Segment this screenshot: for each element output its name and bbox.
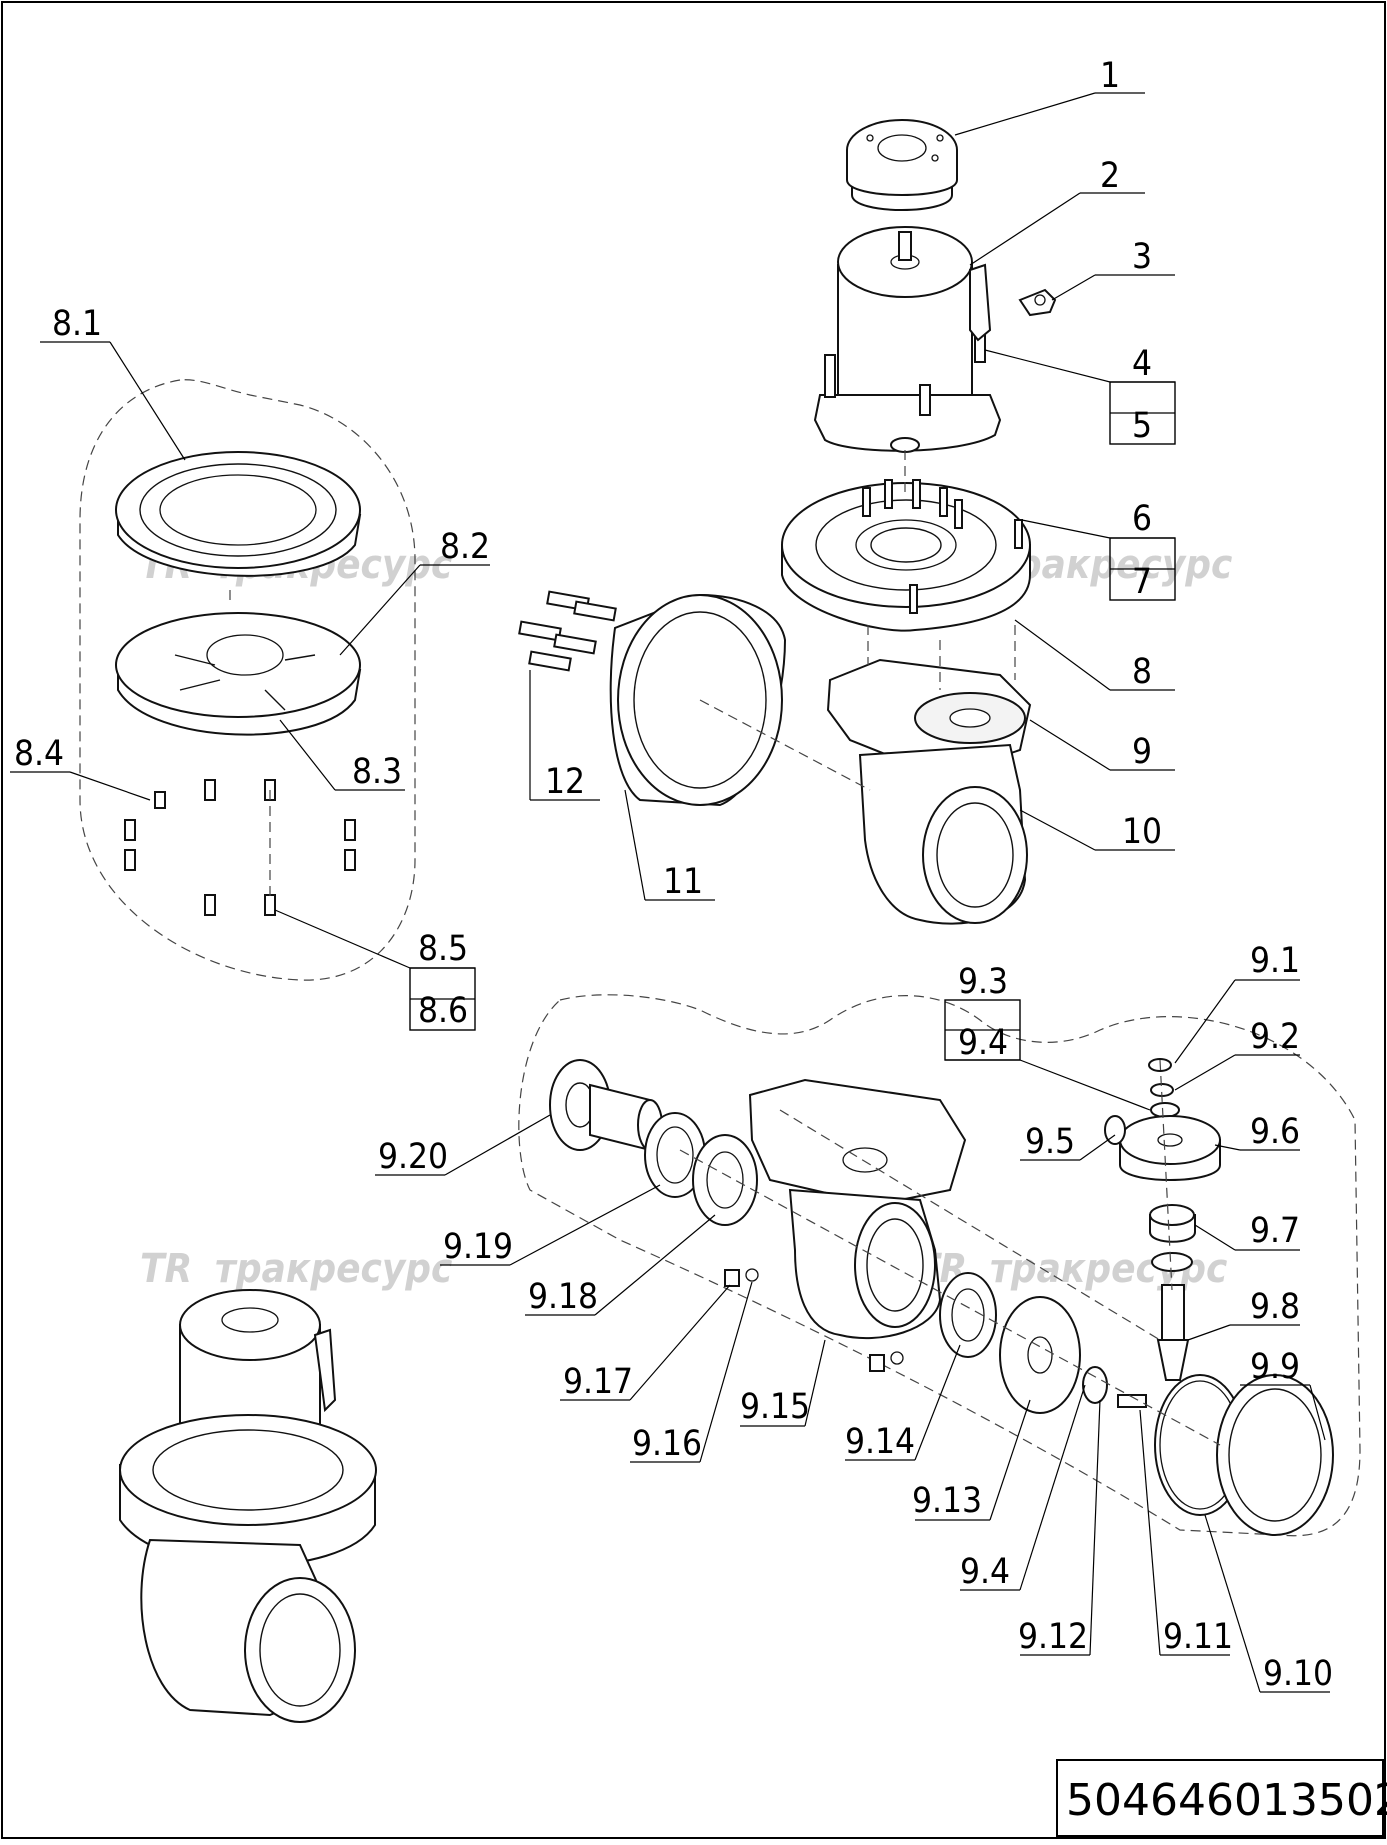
part-8-mounting-flange — [781, 482, 1031, 632]
document-number: 504646013502 — [1066, 1775, 1387, 1826]
callout-9-8: 9.8 — [1250, 1287, 1300, 1327]
part-11-wheel — [609, 593, 787, 807]
part-8-2-bearing-plate — [115, 612, 362, 736]
callout-8-1: 8.1 — [52, 304, 102, 344]
assembly-axes — [229, 450, 1221, 1446]
part-9-19-seal — [644, 1112, 706, 1198]
part-8-4-8-5-screws — [124, 779, 356, 916]
callout-4: 4 — [1132, 344, 1152, 384]
part-9-15-gear-housing — [748, 1078, 967, 1339]
part-12-wheel-bolts — [518, 590, 617, 672]
part-8-1-flange-ring — [115, 451, 362, 577]
assembled-drive-unit-view — [119, 1289, 377, 1723]
callout-9-11: 9.11 — [1163, 1617, 1233, 1657]
part-9-12-9-11-washer-bolt — [1082, 1366, 1147, 1408]
svg-text:трак­ресурс: трак­ресурс — [990, 1246, 1227, 1292]
callout-9-10: 9.10 — [1263, 1654, 1333, 1694]
callout-9-3: 9.3 — [958, 962, 1008, 1002]
group-8-envelope — [79, 379, 416, 981]
callout-11: 11 — [663, 862, 703, 902]
callout-9-4-upper: 9.4 — [958, 1023, 1008, 1063]
callout-9-2: 9.2 — [1250, 1017, 1300, 1057]
leader-lines — [10, 92, 1330, 1693]
svg-text:трак­ресурс: трак­ресурс — [995, 542, 1232, 588]
callout-8-5: 8.5 — [418, 929, 468, 969]
watermark-3: TR трак­ресурс — [140, 1246, 452, 1292]
callout-9-14: 9.14 — [845, 1422, 915, 1462]
callout-9-17: 9.17 — [563, 1362, 633, 1402]
part-9-gear-housing-assembly — [826, 658, 1032, 761]
callout-9-9: 9.9 — [1250, 1347, 1300, 1387]
callout-9-13: 9.13 — [912, 1481, 982, 1521]
callout-10: 10 — [1122, 812, 1162, 852]
callout-9-12: 9.12 — [1018, 1617, 1088, 1657]
callout-12: 12 — [545, 762, 585, 802]
callout-9-7: 9.7 — [1250, 1211, 1300, 1251]
callout-7: 7 — [1132, 562, 1152, 602]
callout-8-3: 8.3 — [352, 752, 402, 792]
callout-9-4-lower: 9.4 — [960, 1552, 1010, 1592]
callout-9-18: 9.18 — [528, 1277, 598, 1317]
callout-9: 9 — [1132, 732, 1152, 772]
callout-5: 5 — [1132, 406, 1152, 446]
callout-6: 6 — [1132, 499, 1152, 539]
part-9-20-output-shaft — [549, 1059, 663, 1152]
part-1-brake-cap — [846, 119, 958, 211]
callout-9-1: 9.1 — [1250, 941, 1300, 981]
svg-text:TR: TR — [140, 1246, 192, 1292]
part-6-bolts — [862, 479, 1023, 614]
part-9-14-bearing — [939, 1272, 997, 1358]
callout-8-4: 8.4 — [14, 734, 64, 774]
part-9-1-to-9-8-pinion-stack — [1104, 1058, 1221, 1381]
part-9-13-bevel-gear — [999, 1296, 1081, 1414]
callout-9-20: 9.20 — [378, 1137, 448, 1177]
callout-9-16: 9.16 — [632, 1424, 702, 1464]
callout-1: 1 — [1100, 56, 1120, 96]
callout-8-2: 8.2 — [440, 527, 490, 567]
callout-8-6: 8.6 — [418, 991, 468, 1031]
callout-3: 3 — [1132, 237, 1152, 277]
callout-9-6: 9.6 — [1250, 1112, 1300, 1152]
part-9-18-bearing — [692, 1134, 758, 1226]
callout-8: 8 — [1132, 652, 1152, 692]
callout-2: 2 — [1100, 156, 1120, 196]
callout-9-15: 9.15 — [740, 1387, 810, 1427]
part-2-motor — [813, 226, 1002, 453]
callout-labels: 1 2 3 4 5 6 7 8 9 10 11 12 8.1 8.2 8.3 8… — [14, 56, 1333, 1694]
svg-text:трак­ресурс: трак­ресурс — [215, 1246, 452, 1292]
part-10-gearbox-body — [858, 743, 1028, 925]
group-9-envelope — [518, 994, 1361, 1537]
part-9-17-9-16-plug — [724, 1268, 904, 1372]
part-9-10-9-9-oring-cover — [1154, 1374, 1334, 1536]
callout-9-19: 9.19 — [443, 1227, 513, 1267]
document-number-box: 504646013502 — [1056, 1759, 1387, 1837]
callout-9-5: 9.5 — [1025, 1122, 1075, 1162]
part-3-connector — [1018, 288, 1057, 317]
